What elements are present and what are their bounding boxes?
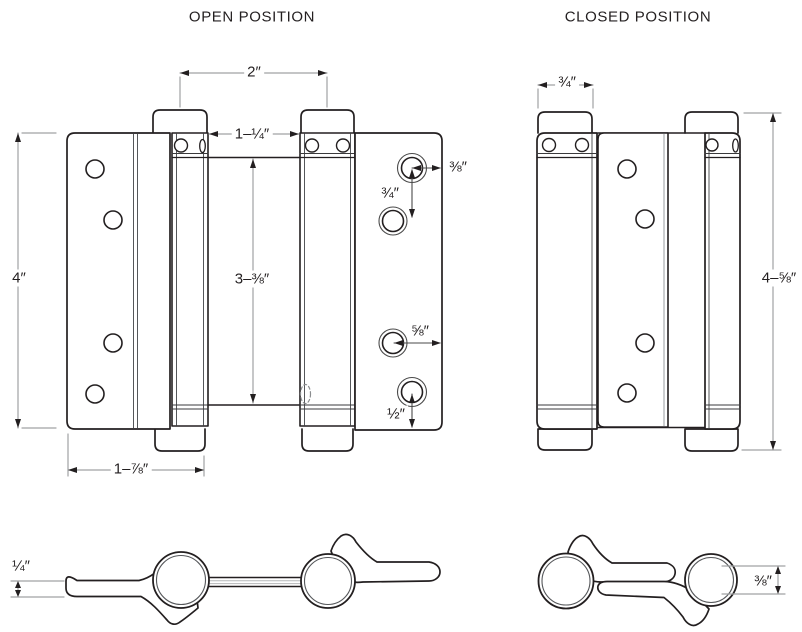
barrel-left: [152, 551, 210, 609]
channel-screw-hole: [705, 138, 719, 152]
channel-screw-hole: [173, 138, 189, 153]
right-leaf-top-view: [330, 533, 441, 584]
left-leaf-plate: [66, 132, 171, 430]
countersunk-holes-right-leaf: [378, 152, 428, 408]
barrel-right: [300, 553, 356, 609]
dimension-arrowheads: [15, 70, 781, 597]
hinge-rod: [199, 576, 307, 588]
hinge-knuckles-open: [152, 109, 355, 452]
lower-leaf-top-view: [596, 580, 710, 627]
screw-holes-center-leaf: [617, 159, 655, 403]
dim-label-leaf-width: 1–⅞″: [110, 460, 152, 478]
open-position-front-view: [66, 109, 443, 452]
closed-position-title: CLOSED POSITION: [564, 8, 712, 26]
barrel-left-closed: [537, 552, 595, 610]
dim-label-hole-to-side: ⅝″: [408, 322, 432, 340]
right-leaf-plate: [354, 132, 443, 431]
screw-holes-left-leaf: [85, 159, 123, 404]
spring-channel-right: [299, 132, 356, 427]
spring-channel-left-closed: [536, 132, 598, 430]
center-leaf-plate: [597, 132, 669, 428]
dim-label-gap-height: 3–⅜″: [231, 270, 273, 288]
closed-position-bottom-view: [537, 534, 738, 627]
dim-label-knuckle-width: ¾″: [555, 73, 579, 91]
closed-position-front-view: [536, 111, 741, 452]
channel-screw-hole: [304, 138, 320, 153]
dim-label-leaf-thickness: ¼″: [9, 557, 33, 575]
open-position-title: OPEN POSITION: [188, 8, 316, 26]
dim-label-stack-thickness: ⅜″: [751, 572, 775, 590]
knuckle-top-right: [684, 111, 739, 134]
barrel-right-closed: [684, 553, 738, 607]
knuckle-top-right: [300, 109, 355, 134]
dim-label-gap-width: 1–¼″: [231, 125, 273, 143]
hinge-knuckles-closed: [537, 111, 739, 452]
channel-screw-hole: [541, 137, 557, 153]
open-position-bottom-view: [65, 533, 441, 626]
hidden-tension-slot: [299, 383, 312, 405]
spring-channel-left: [171, 132, 209, 427]
dim-label-hole-to-bottom: ½″: [384, 405, 408, 423]
channel-screw-hole: [574, 137, 590, 153]
knuckle-bottom-right: [684, 428, 739, 452]
dim-label-hole-to-edge: ⅜″: [446, 158, 470, 176]
knuckle-bottom-left: [154, 428, 206, 452]
channel-screw-hole: [335, 138, 351, 153]
dim-label-leaf-height: 4″: [9, 269, 29, 287]
tension-slot: [732, 138, 739, 153]
dim-label-knuckle-pitch: 2″: [244, 63, 264, 81]
tension-slot: [199, 138, 206, 154]
spring-channel-right-closed: [704, 132, 741, 430]
knuckle-top-left: [537, 111, 593, 134]
knuckle-bottom-right: [301, 428, 354, 452]
dim-label-hole-pitch: ¾″: [378, 184, 402, 202]
knuckle-top-left: [152, 109, 208, 134]
dim-label-overall-height: 4–⅝″: [758, 269, 800, 287]
knuckle-bottom-left: [537, 428, 593, 451]
